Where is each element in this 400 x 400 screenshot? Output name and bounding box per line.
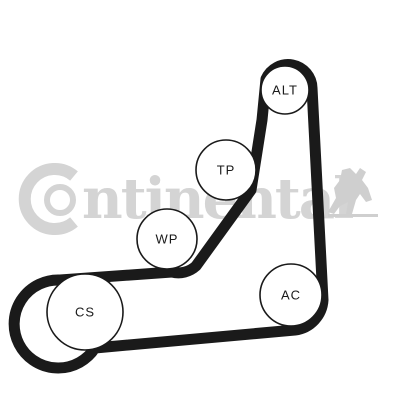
- pulley-wp: WP: [136, 208, 198, 270]
- pulley-ac-label: AC: [281, 288, 301, 303]
- pulley-tp-circle: [195, 139, 257, 201]
- belt-path: [8, 59, 329, 374]
- pulley-alt: ALT: [260, 65, 310, 115]
- pulley-wp-circle: [136, 208, 198, 270]
- pulley-alt-label: ALT: [272, 83, 298, 98]
- serpentine-belt: [8, 59, 329, 374]
- pulley-cs-circle: [46, 273, 124, 351]
- horse-logo-icon: [328, 168, 378, 217]
- pulley-tp: TP: [195, 139, 257, 201]
- pulley-tp-label: TP: [217, 163, 236, 178]
- pulley-cs-label: CS: [75, 305, 95, 320]
- pulley-wp-label: WP: [156, 232, 179, 247]
- watermark-c-mark: [18, 163, 78, 235]
- pulley-ac-circle: [259, 263, 323, 327]
- pulley-ac: AC: [259, 263, 323, 327]
- pulley-alt-circle: [260, 65, 310, 115]
- pulley-cs: CS: [46, 273, 124, 351]
